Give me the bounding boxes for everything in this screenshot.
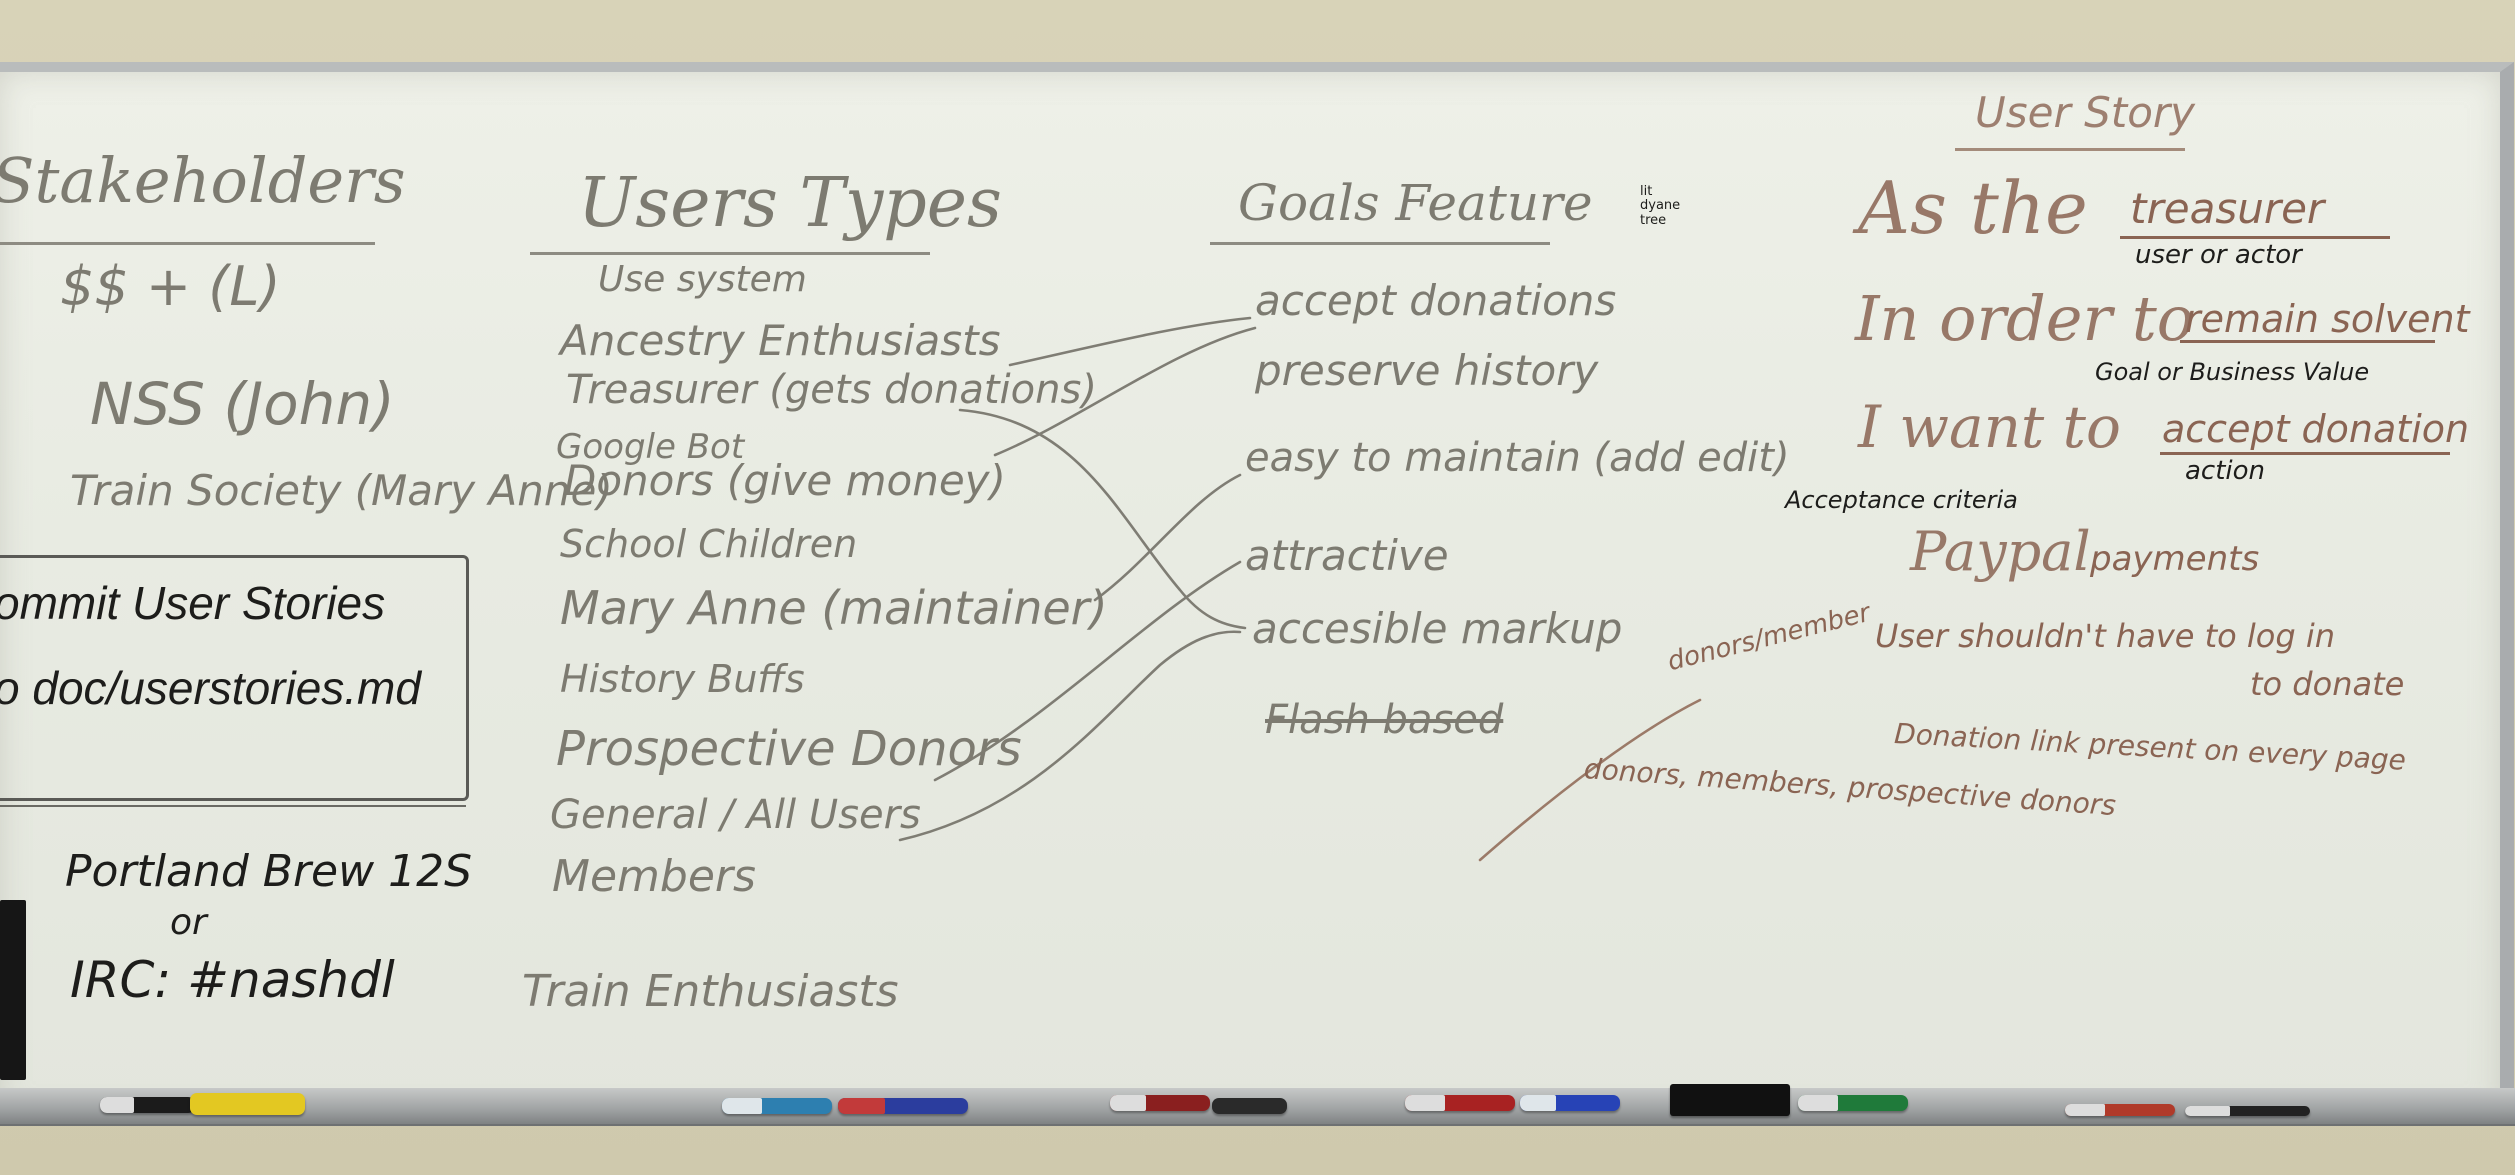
story-action: action <box>2185 456 2266 486</box>
stakeholder-item: $$ + (L) <box>60 255 281 318</box>
user-story-underline <box>1955 148 2185 151</box>
user-type-item: School Children <box>560 522 858 566</box>
story-paypal: Paypal <box>1910 520 2091 583</box>
line-donors-accept <box>993 326 1257 457</box>
story-goal-value: Goal or Business Value <box>2095 358 2370 386</box>
user-story-title: User Story <box>1975 88 2196 137</box>
whiteboard <box>0 62 2514 1117</box>
story-remain-solvent: remain solvent <box>2185 297 2470 341</box>
meeting-irc: IRC: #nashdl <box>70 951 395 1009</box>
goal-item: preserve history <box>1255 346 1599 395</box>
story-treasurer-underline <box>2120 236 2390 239</box>
stakeholders-title: Stakeholders <box>0 144 406 217</box>
meeting-box <box>0 805 466 1057</box>
user-type-item: Train Enthusiasts <box>522 966 899 1017</box>
story-no-login-2: to donate <box>2250 665 2405 703</box>
marker-red[interactable] <box>1110 1095 1210 1111</box>
marker-green[interactable] <box>1798 1095 1908 1111</box>
goals-side-note: lit dyane tree <box>1640 184 1681 228</box>
line-acceptance-note <box>1478 698 1702 862</box>
goal-item: Flash based <box>1265 697 1504 743</box>
marker-gray[interactable] <box>1212 1098 1287 1114</box>
story-acceptance-criteria: Acceptance criteria <box>1785 486 2018 514</box>
stakeholders-underline <box>0 242 375 245</box>
marker-blue[interactable] <box>838 1098 968 1114</box>
marker-blue-2[interactable] <box>1520 1095 1620 1111</box>
user-types-title: Users Types <box>578 164 1002 243</box>
story-user-or-actor: user or actor <box>2135 240 2302 270</box>
marker-orange[interactable] <box>2065 1104 2175 1116</box>
story-in-order-to: In order to <box>1855 282 2195 355</box>
story-remain-solvent-underline <box>2180 340 2435 343</box>
meeting-or: or <box>170 902 207 943</box>
marker-red-2[interactable] <box>1405 1095 1515 1111</box>
line-googlebot-accesible <box>958 408 1247 630</box>
story-as-the: As the <box>1858 166 2088 250</box>
user-type-item: Ancestry Enthusiasts <box>560 316 1001 365</box>
eraser-side <box>0 900 26 1080</box>
goals-title: Goals Feature <box>1238 174 1593 232</box>
marker-yellow[interactable] <box>190 1093 305 1115</box>
user-type-item: Google Bot <box>556 427 745 467</box>
story-i-want-to: I want to <box>1858 393 2121 461</box>
story-treasurer: treasurer <box>2130 184 2325 233</box>
user-types-subtitle: Use system <box>598 259 807 300</box>
commit-line: ommit User Stories <box>0 577 386 629</box>
line-prospective-attractive <box>933 560 1242 782</box>
user-type-item: Treasurer (gets donations) <box>566 367 1097 413</box>
stakeholder-item: NSS (John) <box>90 370 395 438</box>
user-types-underline <box>530 252 930 255</box>
line-general-accesible <box>898 630 1242 842</box>
story-accept-donation: accept donation <box>2162 407 2470 451</box>
goals-underline <box>1210 242 1550 245</box>
marker-black-2[interactable] <box>2185 1106 2310 1116</box>
goal-item: attractive <box>1245 531 1449 580</box>
marker-black[interactable] <box>100 1097 195 1113</box>
commit-line: o doc/userstories.md <box>0 662 421 714</box>
line-treasurer-accept <box>1008 316 1252 367</box>
user-type-item: Donors (give money) <box>564 456 1006 505</box>
meeting-place: Portland Brew 12S <box>65 846 473 897</box>
user-type-item: Mary Anne (maintainer) <box>560 581 1108 635</box>
goal-item: accesible markup <box>1252 604 1623 653</box>
eraser[interactable] <box>1670 1084 1790 1116</box>
user-type-item: Prospective Donors <box>556 721 1022 777</box>
goal-item: easy to maintain (add edit) <box>1245 435 1790 481</box>
story-no-login: User shouldn't have to log in <box>1875 617 2336 655</box>
story-payments: payments <box>2090 539 2260 579</box>
user-type-item: Members <box>552 851 756 902</box>
goal-item: accept donations <box>1255 276 1617 325</box>
story-accept-underline <box>2160 452 2450 455</box>
marker-teal[interactable] <box>722 1098 832 1114</box>
user-type-item: History Buffs <box>560 657 805 701</box>
user-type-item: General / All Users <box>550 792 921 838</box>
commit-box <box>0 555 469 801</box>
line-maryanne-easy <box>1093 473 1242 602</box>
stakeholder-item: Train Society (Mary Anne) <box>70 466 613 515</box>
